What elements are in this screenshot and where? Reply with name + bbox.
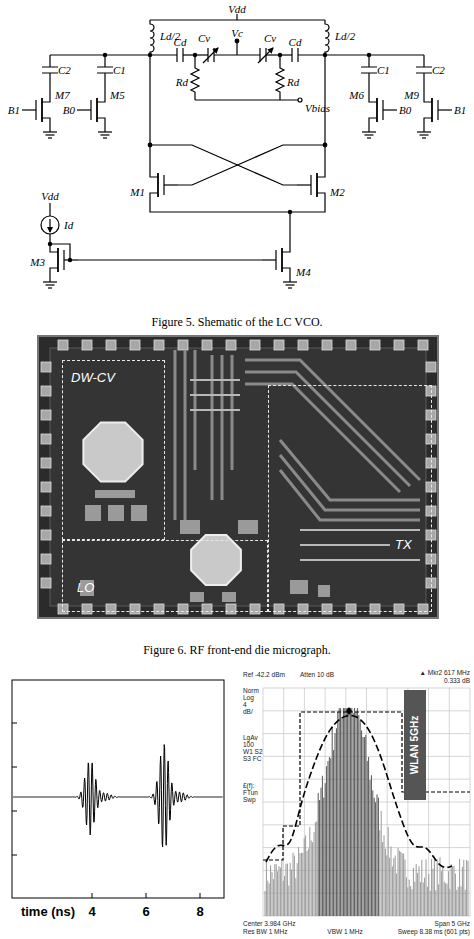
region-name: TX xyxy=(395,538,412,551)
component-name: Rd xyxy=(176,77,188,88)
component-name: M5 xyxy=(110,90,125,101)
instrument-text: 0.333 dB xyxy=(444,678,470,685)
component-name: Cd xyxy=(289,37,302,48)
axis-title: time (ns) xyxy=(21,905,75,918)
instrument-text: dB/ xyxy=(243,709,253,716)
signal-name: B1 xyxy=(8,105,20,116)
component-name: Id xyxy=(64,220,73,231)
signal-name: B1 xyxy=(454,105,466,116)
instrument-text: Res BW 1 MHz xyxy=(243,929,287,936)
instrument-text: Atten 10 dB xyxy=(300,672,334,679)
waveform-plot xyxy=(12,680,224,898)
component-name: M1 xyxy=(130,187,145,198)
instrument-text: FTun xyxy=(243,790,258,797)
signal-name: Vbias xyxy=(305,103,330,114)
instrument-text: W1 S2 xyxy=(243,749,263,756)
circuit-region: TX xyxy=(268,385,432,612)
circuit-region: LO xyxy=(62,540,268,612)
component-name: C2 xyxy=(432,65,445,76)
instrument-text: S3 FC xyxy=(243,756,261,763)
component-name: Cd xyxy=(174,37,187,48)
circuit-region: DW-CV xyxy=(62,360,165,540)
instrument-text: 100 xyxy=(243,742,254,749)
figure-caption: Figure 6. RF front-end die micrograph. xyxy=(143,644,331,656)
tick-label: 4 xyxy=(88,905,95,918)
spectrum-plot xyxy=(240,666,474,939)
instrument-text: Center 3.984 GHz xyxy=(243,921,295,928)
instrument-text: 4 xyxy=(243,702,247,709)
instrument-text: VBW 1 MHz xyxy=(327,929,362,936)
region-name: LO xyxy=(77,581,94,594)
instrument-text: £(f): xyxy=(243,783,255,790)
component-name: M7 xyxy=(55,90,70,101)
instrument-text: Span 5 GHz xyxy=(435,921,470,928)
component-name: C2 xyxy=(58,65,71,76)
component-name: M4 xyxy=(296,267,311,278)
component-name: M2 xyxy=(330,187,345,198)
component-name: M6 xyxy=(349,90,364,101)
tick-label: 8 xyxy=(196,905,203,918)
instrument-text: Sweep 8.38 ms (601 pts) xyxy=(398,929,470,936)
signal-name: B0 xyxy=(63,105,75,116)
instrument-text: Log xyxy=(243,695,254,702)
supply-name: Vdd xyxy=(228,4,246,15)
component-name: Ld/2 xyxy=(335,31,355,42)
component-name: Rd xyxy=(287,77,299,88)
signal-name: B0 xyxy=(399,105,411,116)
instrument-text: Swp xyxy=(243,797,256,804)
component-name: Cv xyxy=(264,33,276,44)
figure-caption: Figure 5. Shematic of the LC VCO. xyxy=(151,316,322,328)
component-name: Cv xyxy=(198,33,210,44)
instrument-text: Norm xyxy=(243,688,259,695)
region-name: WLAN 5GHz xyxy=(410,716,420,774)
instrument-text: LgAv xyxy=(243,735,258,742)
instrument-text: ▲ Mkr2 617 MHz xyxy=(420,670,471,677)
supply-name: Vdd xyxy=(41,191,59,202)
vco-schematic xyxy=(41,14,432,262)
component-name: C1 xyxy=(113,65,126,76)
instrument-text: Ref -42.2 dBm xyxy=(243,672,285,679)
band-label: WLAN 5GHz xyxy=(404,690,426,800)
component-name: M3 xyxy=(30,257,45,268)
region-name: DW-CV xyxy=(71,371,115,384)
component-name: M9 xyxy=(404,90,419,101)
signal-name: Vc xyxy=(231,28,243,39)
component-name: C1 xyxy=(377,65,390,76)
die-micrograph xyxy=(38,336,438,618)
tick-label: 6 xyxy=(142,905,149,918)
